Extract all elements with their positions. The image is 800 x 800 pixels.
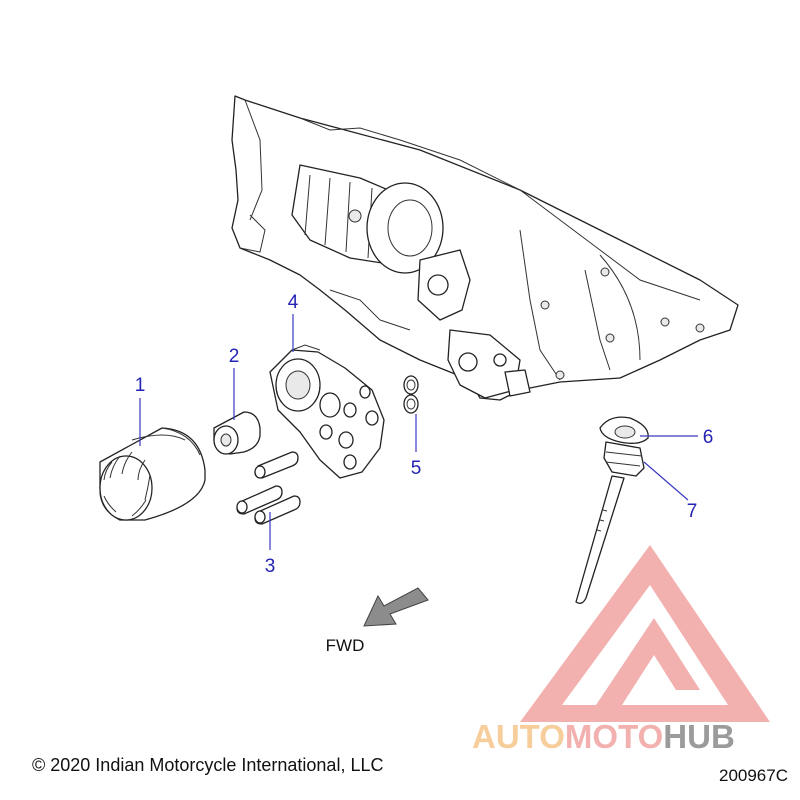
watermark-hub: HUB <box>663 718 735 755</box>
callout-4: 4 <box>288 292 299 352</box>
watermark-triangle-icon <box>520 545 770 722</box>
watermark-logo: AUTOMOTOHUB <box>472 545 770 755</box>
forward-arrow-icon <box>363 587 429 627</box>
engine-crankcase <box>231 95 739 401</box>
callout-6-label: 6 <box>703 427 714 448</box>
screws <box>236 451 301 525</box>
callout-1: 1 <box>135 375 146 446</box>
dipstick-assembly <box>575 416 649 604</box>
callout-7: 7 <box>643 461 698 522</box>
callout-5: 5 <box>411 414 422 479</box>
drawing-number: 200967C <box>718 766 788 785</box>
spacer-sleeve <box>213 411 261 455</box>
callout-2: 2 <box>229 346 240 420</box>
callout-7-label: 7 <box>687 501 698 522</box>
callout-6: 6 <box>640 427 713 448</box>
callout-3: 3 <box>265 512 276 577</box>
callout-1-label: 1 <box>135 375 146 396</box>
copyright-notice: © 2020 Indian Motorcycle International, … <box>32 755 384 775</box>
callout-3-label: 3 <box>265 556 276 577</box>
forward-label: FWD <box>326 636 365 655</box>
watermark-auto: AUTO <box>472 718 565 755</box>
svg-text:AUTOMOTOHUB: AUTOMOTOHUB <box>472 718 735 755</box>
oil-filter <box>99 427 206 521</box>
callout-5-label: 5 <box>411 458 422 479</box>
callout-2-label: 2 <box>229 346 240 367</box>
filter-adapter <box>269 344 385 479</box>
forward-direction-indicator: FWD <box>326 587 429 655</box>
callout-4-label: 4 <box>288 292 299 313</box>
watermark-moto: MOTO <box>565 718 663 755</box>
o-rings <box>403 375 419 414</box>
